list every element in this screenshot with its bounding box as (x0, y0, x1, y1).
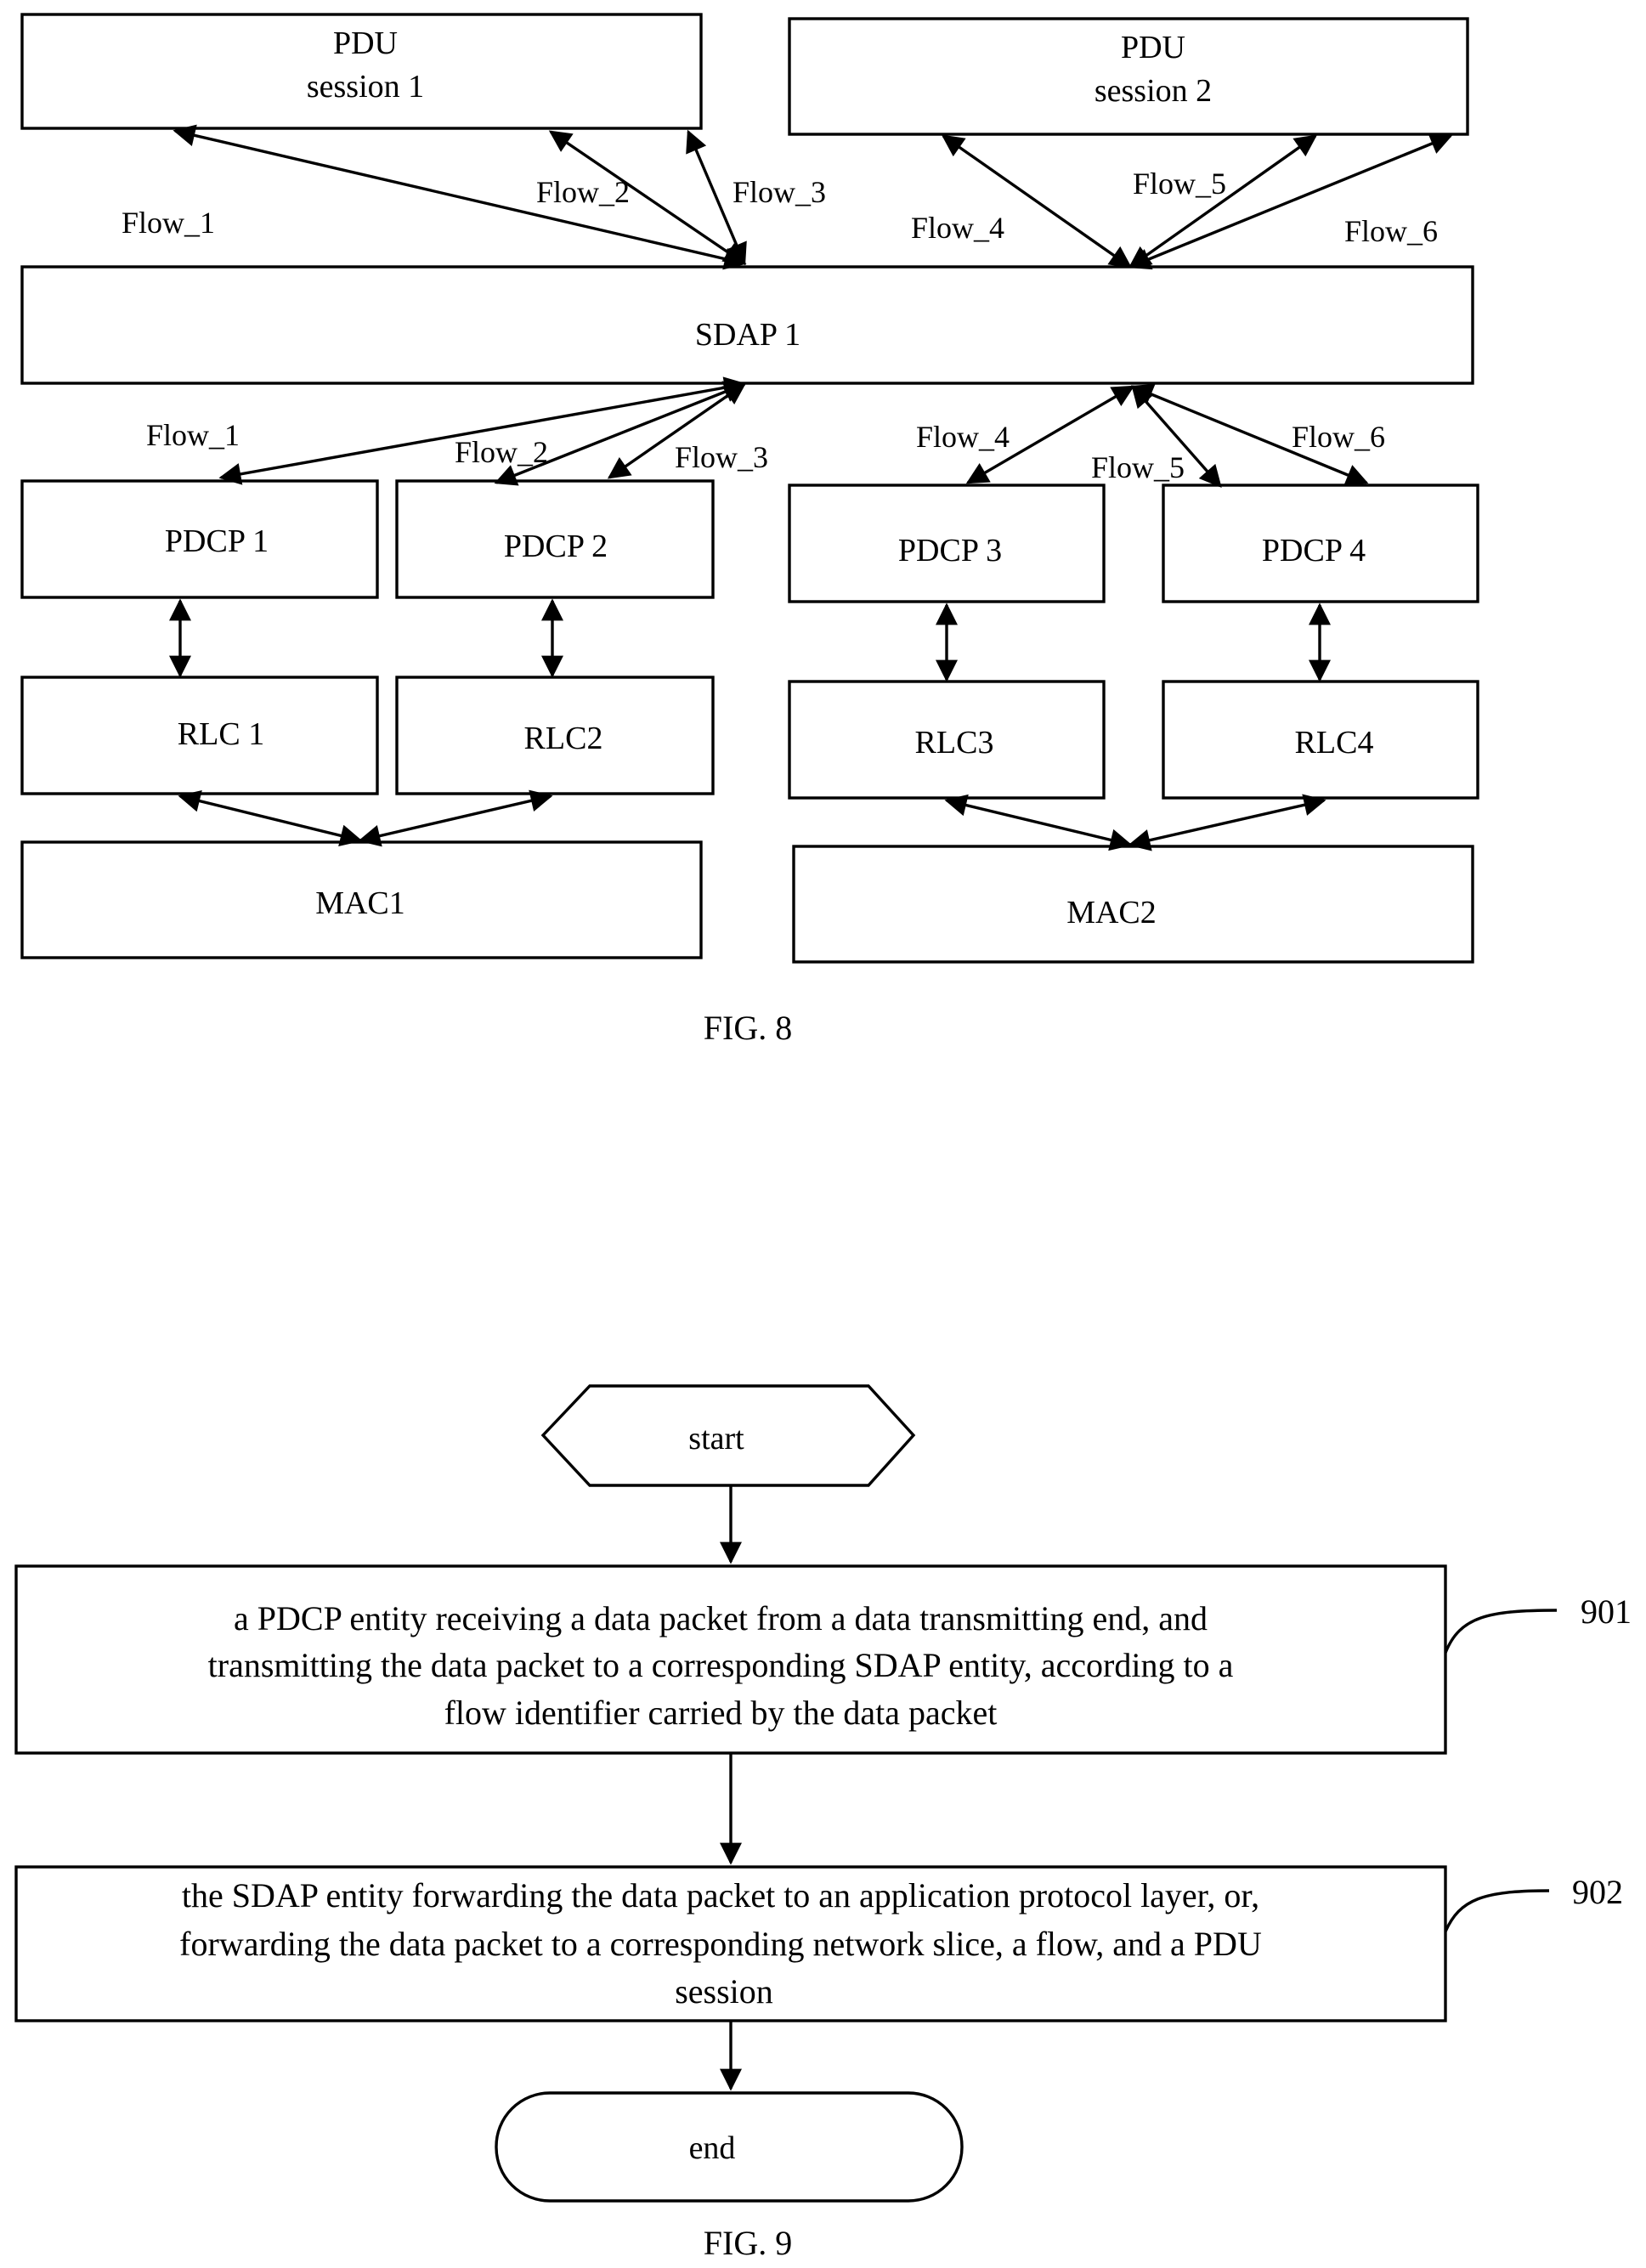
step-902-ref: 902 (1572, 1873, 1623, 1911)
fig9-flowchart: start a PDCP entity receiving a data pac… (16, 1386, 1632, 2262)
end-label: end (689, 2130, 736, 2166)
upper-flow-1-arrow (175, 131, 744, 263)
sdap-1-label: SDAP 1 (695, 317, 800, 353)
lower-flow-5-label: Flow_5 (1091, 450, 1185, 484)
lower-flow-2-label: Flow_2 (455, 435, 548, 469)
rlc-2-label: RLC2 (524, 721, 603, 756)
pdu-session-2-label-line1: PDU (1121, 30, 1185, 65)
upper-flow-3-label: Flow_3 (732, 175, 826, 209)
lower-flow-1-label: Flow_1 (146, 418, 240, 452)
pdcp-3-label: PDCP 3 (898, 533, 1002, 568)
fig8-diagram: PDU session 1 PDU session 2 SDAP 1 Flow_… (22, 14, 1478, 1047)
step-902-leader-line (1445, 1891, 1549, 1931)
pdcp-2-label: PDCP 2 (504, 529, 608, 564)
upper-flow-2-label: Flow_2 (536, 175, 630, 209)
fig8-caption: FIG. 8 (704, 1009, 792, 1047)
lower-flow-6-label: Flow_6 (1292, 420, 1385, 454)
lower-flow-3-label: Flow_3 (675, 440, 768, 474)
step-902-line3: session (675, 1972, 773, 2011)
lower-flow-4-label: Flow_4 (916, 420, 1010, 454)
rlc-1-label: RLC 1 (178, 716, 264, 752)
rlc3-mac2-arrow (947, 800, 1130, 845)
pdcp-1-label: PDCP 1 (165, 523, 269, 559)
mac-1-label: MAC1 (315, 885, 405, 921)
step-901-line3: flow identifier carried by the data pack… (444, 1694, 998, 1732)
step-902-line1: the SDAP entity forwarding the data pack… (182, 1876, 1259, 1915)
start-label: start (688, 1421, 744, 1456)
rlc4-mac2-arrow (1130, 800, 1324, 845)
rlc-4-label: RLC4 (1295, 725, 1374, 761)
pdu-session-1-label-line2: session 1 (307, 69, 424, 105)
step-902-line2: forwarding the data packet to a correspo… (179, 1925, 1262, 1963)
upper-flow-4-arrow (943, 136, 1130, 267)
rlc-3-label: RLC3 (915, 725, 994, 761)
pdcp-4-label: PDCP 4 (1262, 533, 1366, 568)
step-901-line1: a PDCP entity receiving a data packet fr… (234, 1599, 1208, 1637)
upper-flow-5-label: Flow_5 (1133, 167, 1226, 201)
rlc2-mac1-arrow (360, 796, 551, 840)
upper-flow-6-label: Flow_6 (1344, 214, 1438, 248)
step-901-leader-line (1445, 1610, 1557, 1653)
step-901-ref: 901 (1581, 1592, 1632, 1631)
upper-flow-4-label: Flow_4 (911, 211, 1004, 245)
mac-2-label: MAC2 (1066, 895, 1157, 930)
pdu-session-1-label-line1: PDU (333, 25, 398, 61)
pdu-session-2-label-line2: session 2 (1095, 73, 1212, 109)
step-901-line2: transmitting the data packet to a corres… (208, 1646, 1234, 1684)
upper-flow-1-label: Flow_1 (122, 206, 215, 240)
fig9-caption: FIG. 9 (704, 2224, 792, 2262)
rlc1-mac1-arrow (180, 796, 360, 840)
